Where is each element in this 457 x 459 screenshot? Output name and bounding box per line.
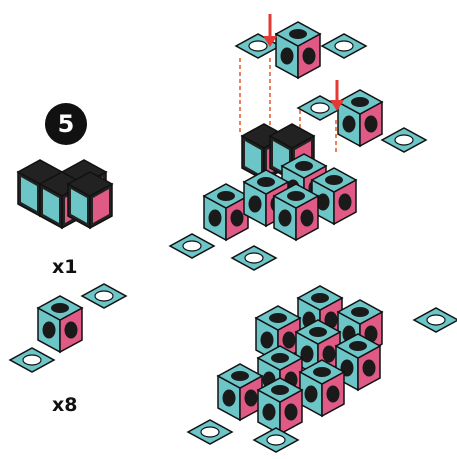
assembly-in-progress <box>170 124 356 270</box>
cube-cluster-part <box>18 160 112 228</box>
part-quantity-x8: x8 <box>52 394 77 416</box>
part-quantity-x1: x1 <box>52 256 77 278</box>
completed-assembly <box>188 286 457 452</box>
middle-loose-strip <box>298 90 426 152</box>
single-cube-strip-part <box>10 284 126 372</box>
top-loose-strip <box>236 22 366 78</box>
step-number-badge: 5 <box>45 103 87 145</box>
